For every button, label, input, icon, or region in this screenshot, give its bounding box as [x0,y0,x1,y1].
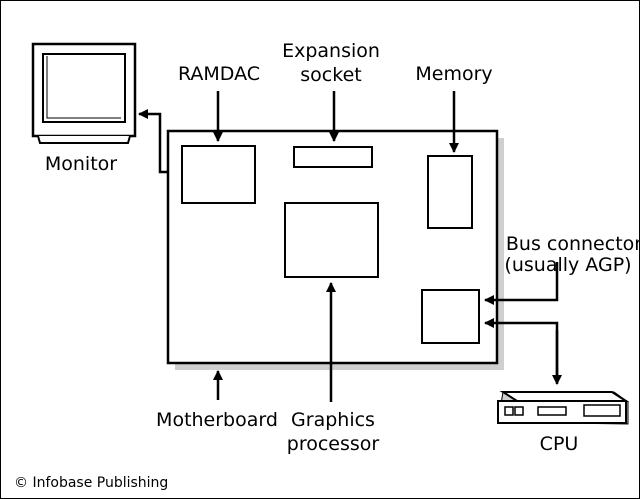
bus-connector-arrow [484,262,559,305]
motherboard-label: Motherboard [156,409,278,431]
expansion-label-line1: Expansion [282,40,380,62]
expansion-label-line2: socket [300,64,361,86]
bus-connector-chip [421,289,480,344]
graphics-processor-label-line2: processor [287,433,380,455]
monitor-arrow [138,109,168,174]
monitor-icon [31,42,137,144]
memory-chip [427,155,473,229]
bus-connector-label-line1: Bus connector [506,233,640,255]
copyright-credit: © Infobase Publishing [14,475,168,491]
cpu-icon [497,391,630,425]
ramdac-label: RAMDAC [178,63,260,85]
memory-label: Memory [415,63,492,85]
bus-connector-label-line2: (usually AGP) [504,254,631,276]
monitor-label: Monitor [45,153,117,175]
graphics-processor-label-line1: Graphics [291,409,375,431]
cpu-label: CPU [540,433,579,455]
ramdac-chip [181,145,256,204]
graphics-processor-chip [284,202,379,278]
expansion-socket [293,146,373,168]
